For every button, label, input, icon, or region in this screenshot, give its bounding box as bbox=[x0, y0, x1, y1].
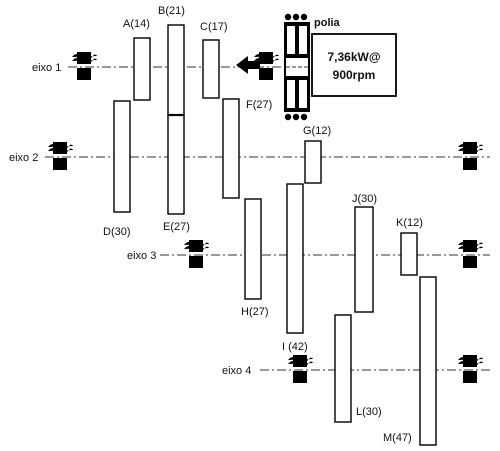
power-speed: 900rpm bbox=[333, 68, 376, 82]
gear-label-j: J(30) bbox=[352, 193, 377, 205]
shaft-label-eixo4: eixo 4 bbox=[222, 365, 251, 377]
shaft-label-eixo1: eixo 1 bbox=[32, 62, 61, 74]
gear-h bbox=[244, 198, 262, 300]
pulley-label: polia bbox=[314, 17, 341, 29]
gear-label-c: C(17) bbox=[200, 21, 228, 33]
bearing-eixo2-left bbox=[48, 142, 73, 170]
shaft-label-eixo2: eixo 2 bbox=[9, 152, 38, 164]
gear-i bbox=[286, 183, 304, 334]
bearing-eixo1-left bbox=[72, 52, 97, 80]
gear-l bbox=[334, 314, 352, 423]
gear-label-b: B(21) bbox=[158, 5, 185, 17]
gear-label-l: L(30) bbox=[356, 406, 382, 418]
gear-label-d: D(30) bbox=[103, 226, 131, 238]
input-arrow-icon bbox=[236, 56, 260, 74]
gear-label-e: E(27) bbox=[163, 221, 190, 233]
gear-c bbox=[202, 39, 220, 99]
shaft-label-eixo3: eixo 3 bbox=[127, 250, 156, 262]
gear-label-i: I (42) bbox=[282, 341, 308, 353]
gear-d bbox=[113, 100, 131, 213]
gear-label-m: M(47) bbox=[383, 432, 412, 444]
bearing-eixo4-right bbox=[458, 355, 483, 383]
gear-f bbox=[222, 98, 240, 199]
gear-e bbox=[167, 114, 185, 215]
power-value: 7,36kW@ bbox=[327, 50, 380, 64]
gear-label-a: A(14) bbox=[123, 18, 150, 30]
bearing-eixo3-left bbox=[184, 240, 209, 268]
gear-g bbox=[304, 140, 322, 184]
power-box bbox=[311, 33, 397, 97]
gear-label-k: K(12) bbox=[396, 217, 423, 229]
gear-b-upper bbox=[167, 24, 185, 116]
gear-label-f: F(27) bbox=[246, 99, 272, 111]
gear-label-g: G(12) bbox=[303, 125, 331, 137]
gear-k bbox=[400, 232, 418, 276]
bearing-eixo4-left bbox=[288, 355, 313, 383]
pulley-icon bbox=[284, 13, 310, 121]
gear-label-h: H(27) bbox=[241, 306, 269, 318]
gear-m bbox=[419, 276, 437, 446]
gear-j bbox=[354, 206, 374, 313]
bearing-eixo2-right bbox=[458, 142, 483, 170]
gear-a bbox=[133, 37, 151, 101]
bearing-eixo3-right bbox=[458, 240, 483, 268]
